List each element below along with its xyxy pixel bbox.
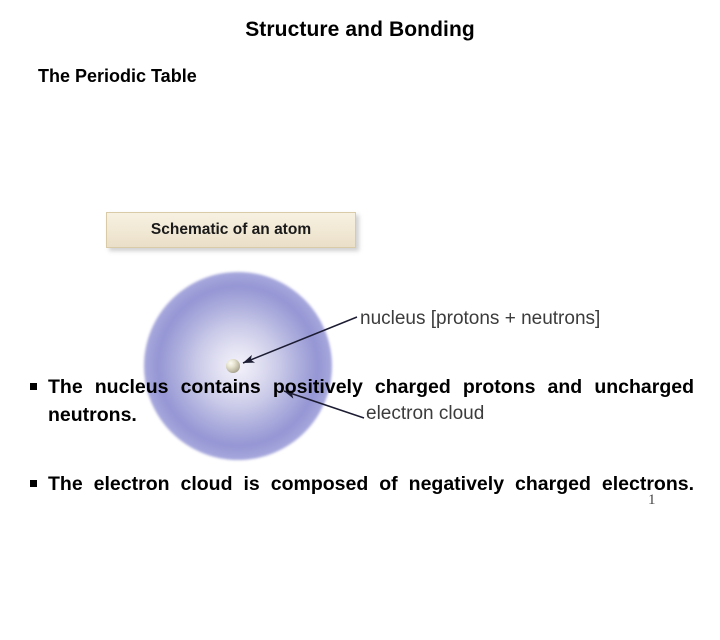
nucleus-dot bbox=[226, 359, 240, 373]
figure-caption-label: Schematic of an atom bbox=[150, 221, 312, 238]
page-title: Structure and Bonding bbox=[245, 18, 475, 41]
figure-arrows bbox=[242, 316, 365, 419]
bullet-list: The nucleus contains positively charged … bbox=[30, 374, 694, 540]
electron-cloud-label: electron cloud bbox=[366, 403, 485, 424]
list-item-text: The nucleus contains positively charged … bbox=[48, 376, 694, 426]
atom-schematic-figure: Schematic of an atom nucleus [protons + … bbox=[0, 100, 720, 460]
nucleus-label: nucleus [protons + neutrons] bbox=[360, 308, 601, 329]
section-subtitle: The Periodic Table bbox=[38, 66, 197, 86]
figure-caption-chip: Schematic of an atom bbox=[106, 212, 356, 248]
list-item-text: The electron cloud is composed of negati… bbox=[48, 473, 694, 496]
square-bullet-icon bbox=[30, 480, 37, 488]
list-item: The electron cloud is composed of negati… bbox=[30, 471, 694, 526]
list-item: The nucleus contains positively charged … bbox=[30, 374, 694, 457]
square-bullet-icon bbox=[30, 383, 37, 390]
page-number: 1 bbox=[648, 492, 656, 508]
